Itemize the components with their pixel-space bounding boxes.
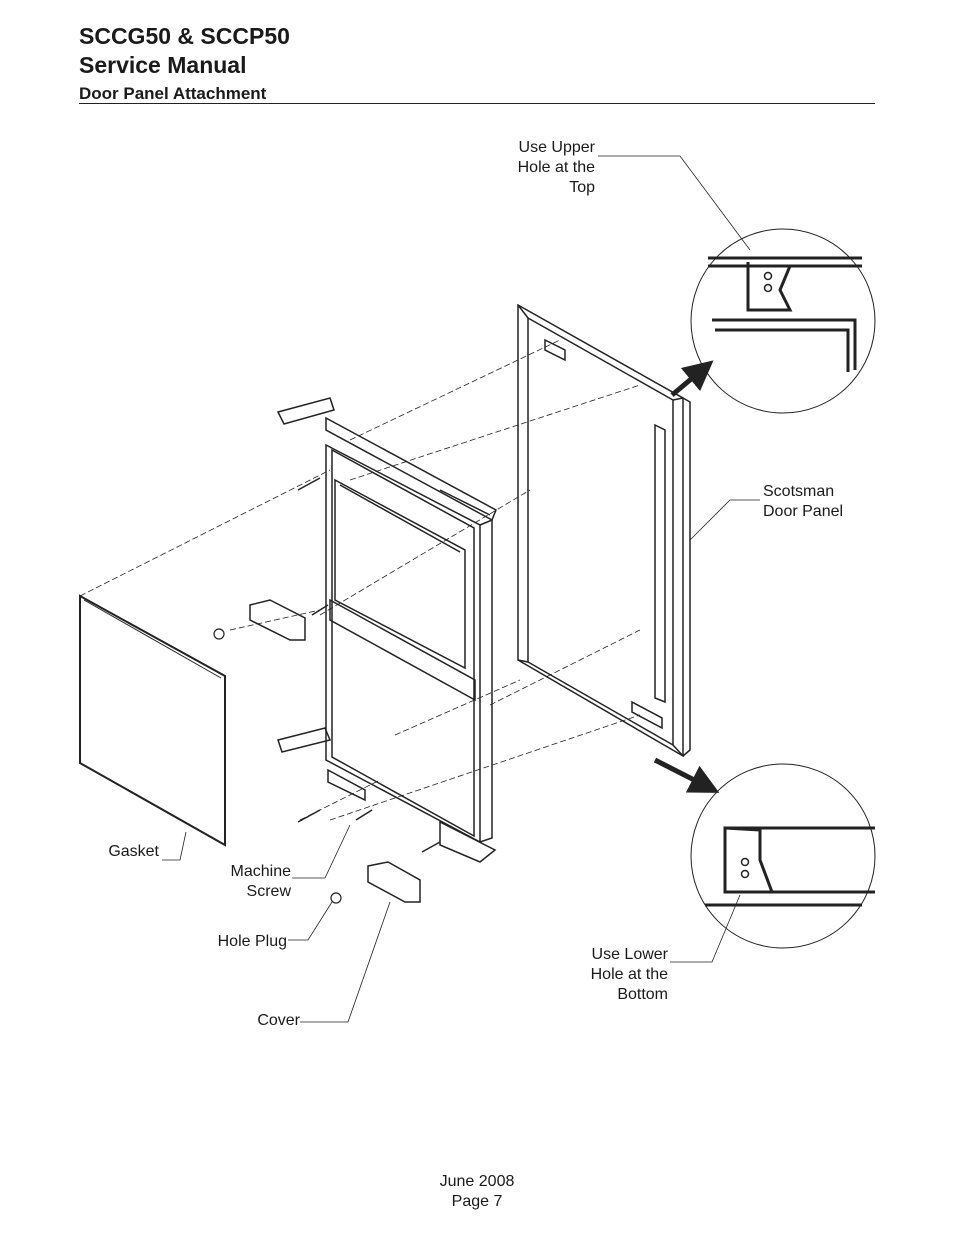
upper-hole-detail (670, 228, 876, 414)
cover-bottom (367, 861, 421, 903)
footer-page-number: Page 7 (451, 1193, 503, 1210)
document-subtitle: Service Manual (79, 52, 247, 78)
leader-lines (162, 155, 760, 1023)
callout-machine-screw: Machine Screw (230, 863, 291, 900)
section-heading: Door Panel Attachment (79, 84, 267, 103)
scotsman-door-frame (517, 303, 691, 758)
bracket-bottom-left (277, 727, 332, 753)
projection-lines (79, 339, 641, 821)
document-title: SCCG50 & SCCP50 (79, 23, 290, 49)
lower-hole-detail (653, 757, 876, 949)
callout-hole-plug: Hole Plug (217, 933, 287, 950)
footer-date: June 2008 (439, 1173, 515, 1190)
machine-screws (297, 477, 441, 853)
callout-lower-hole: Use Lower Hole at the Bottom (590, 946, 668, 1003)
bracket-top-left (276, 397, 335, 425)
hole-plugs (213, 628, 342, 904)
callout-gasket: Gasket (108, 843, 159, 860)
cover-left (249, 599, 306, 641)
callout-upper-hole: Use Upper Hole at the Top (517, 139, 595, 196)
callout-cover: Cover (257, 1012, 300, 1029)
callout-door-panel: Scotsman Door Panel (763, 483, 844, 520)
ice-machine-front (325, 416, 497, 863)
gasket-sheet (79, 594, 226, 847)
header-rule (79, 103, 875, 104)
